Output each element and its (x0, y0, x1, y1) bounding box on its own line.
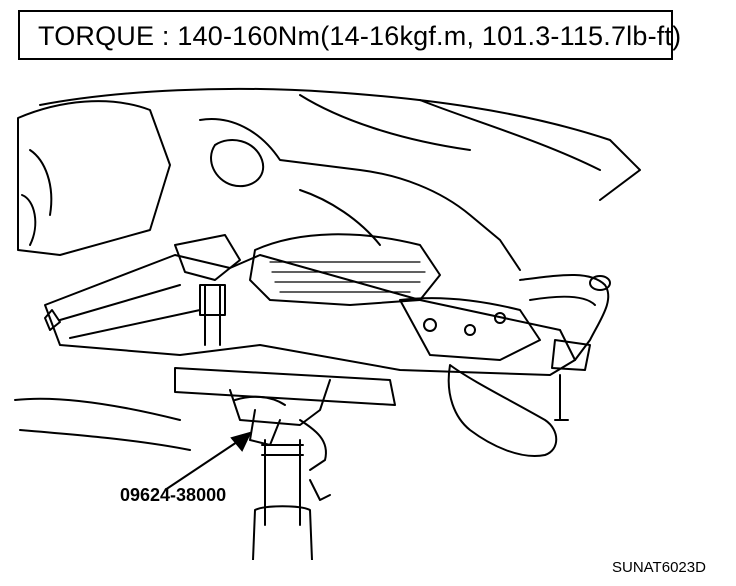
torque-spec-text: TORQUE : 140-160Nm(14-16kgf.m, 101.3-115… (38, 21, 682, 51)
jack-post (264, 439, 301, 526)
left-body-panel (17, 100, 171, 256)
jack-adaptor-frame (174, 367, 396, 406)
exhaust-pipe (519, 274, 610, 361)
floor-panel (39, 87, 641, 201)
part-number-label: 09624-38000 (120, 485, 227, 505)
torque-spec-box: TORQUE : 140-160Nm(14-16kgf.m, 101.3-115… (18, 10, 681, 60)
transmission-cover (199, 118, 521, 271)
oil-pan (249, 233, 441, 306)
mount-bracket (174, 234, 241, 281)
figure-code: SUNAT6023D (612, 559, 706, 576)
undercarriage-illustration (14, 87, 641, 560)
